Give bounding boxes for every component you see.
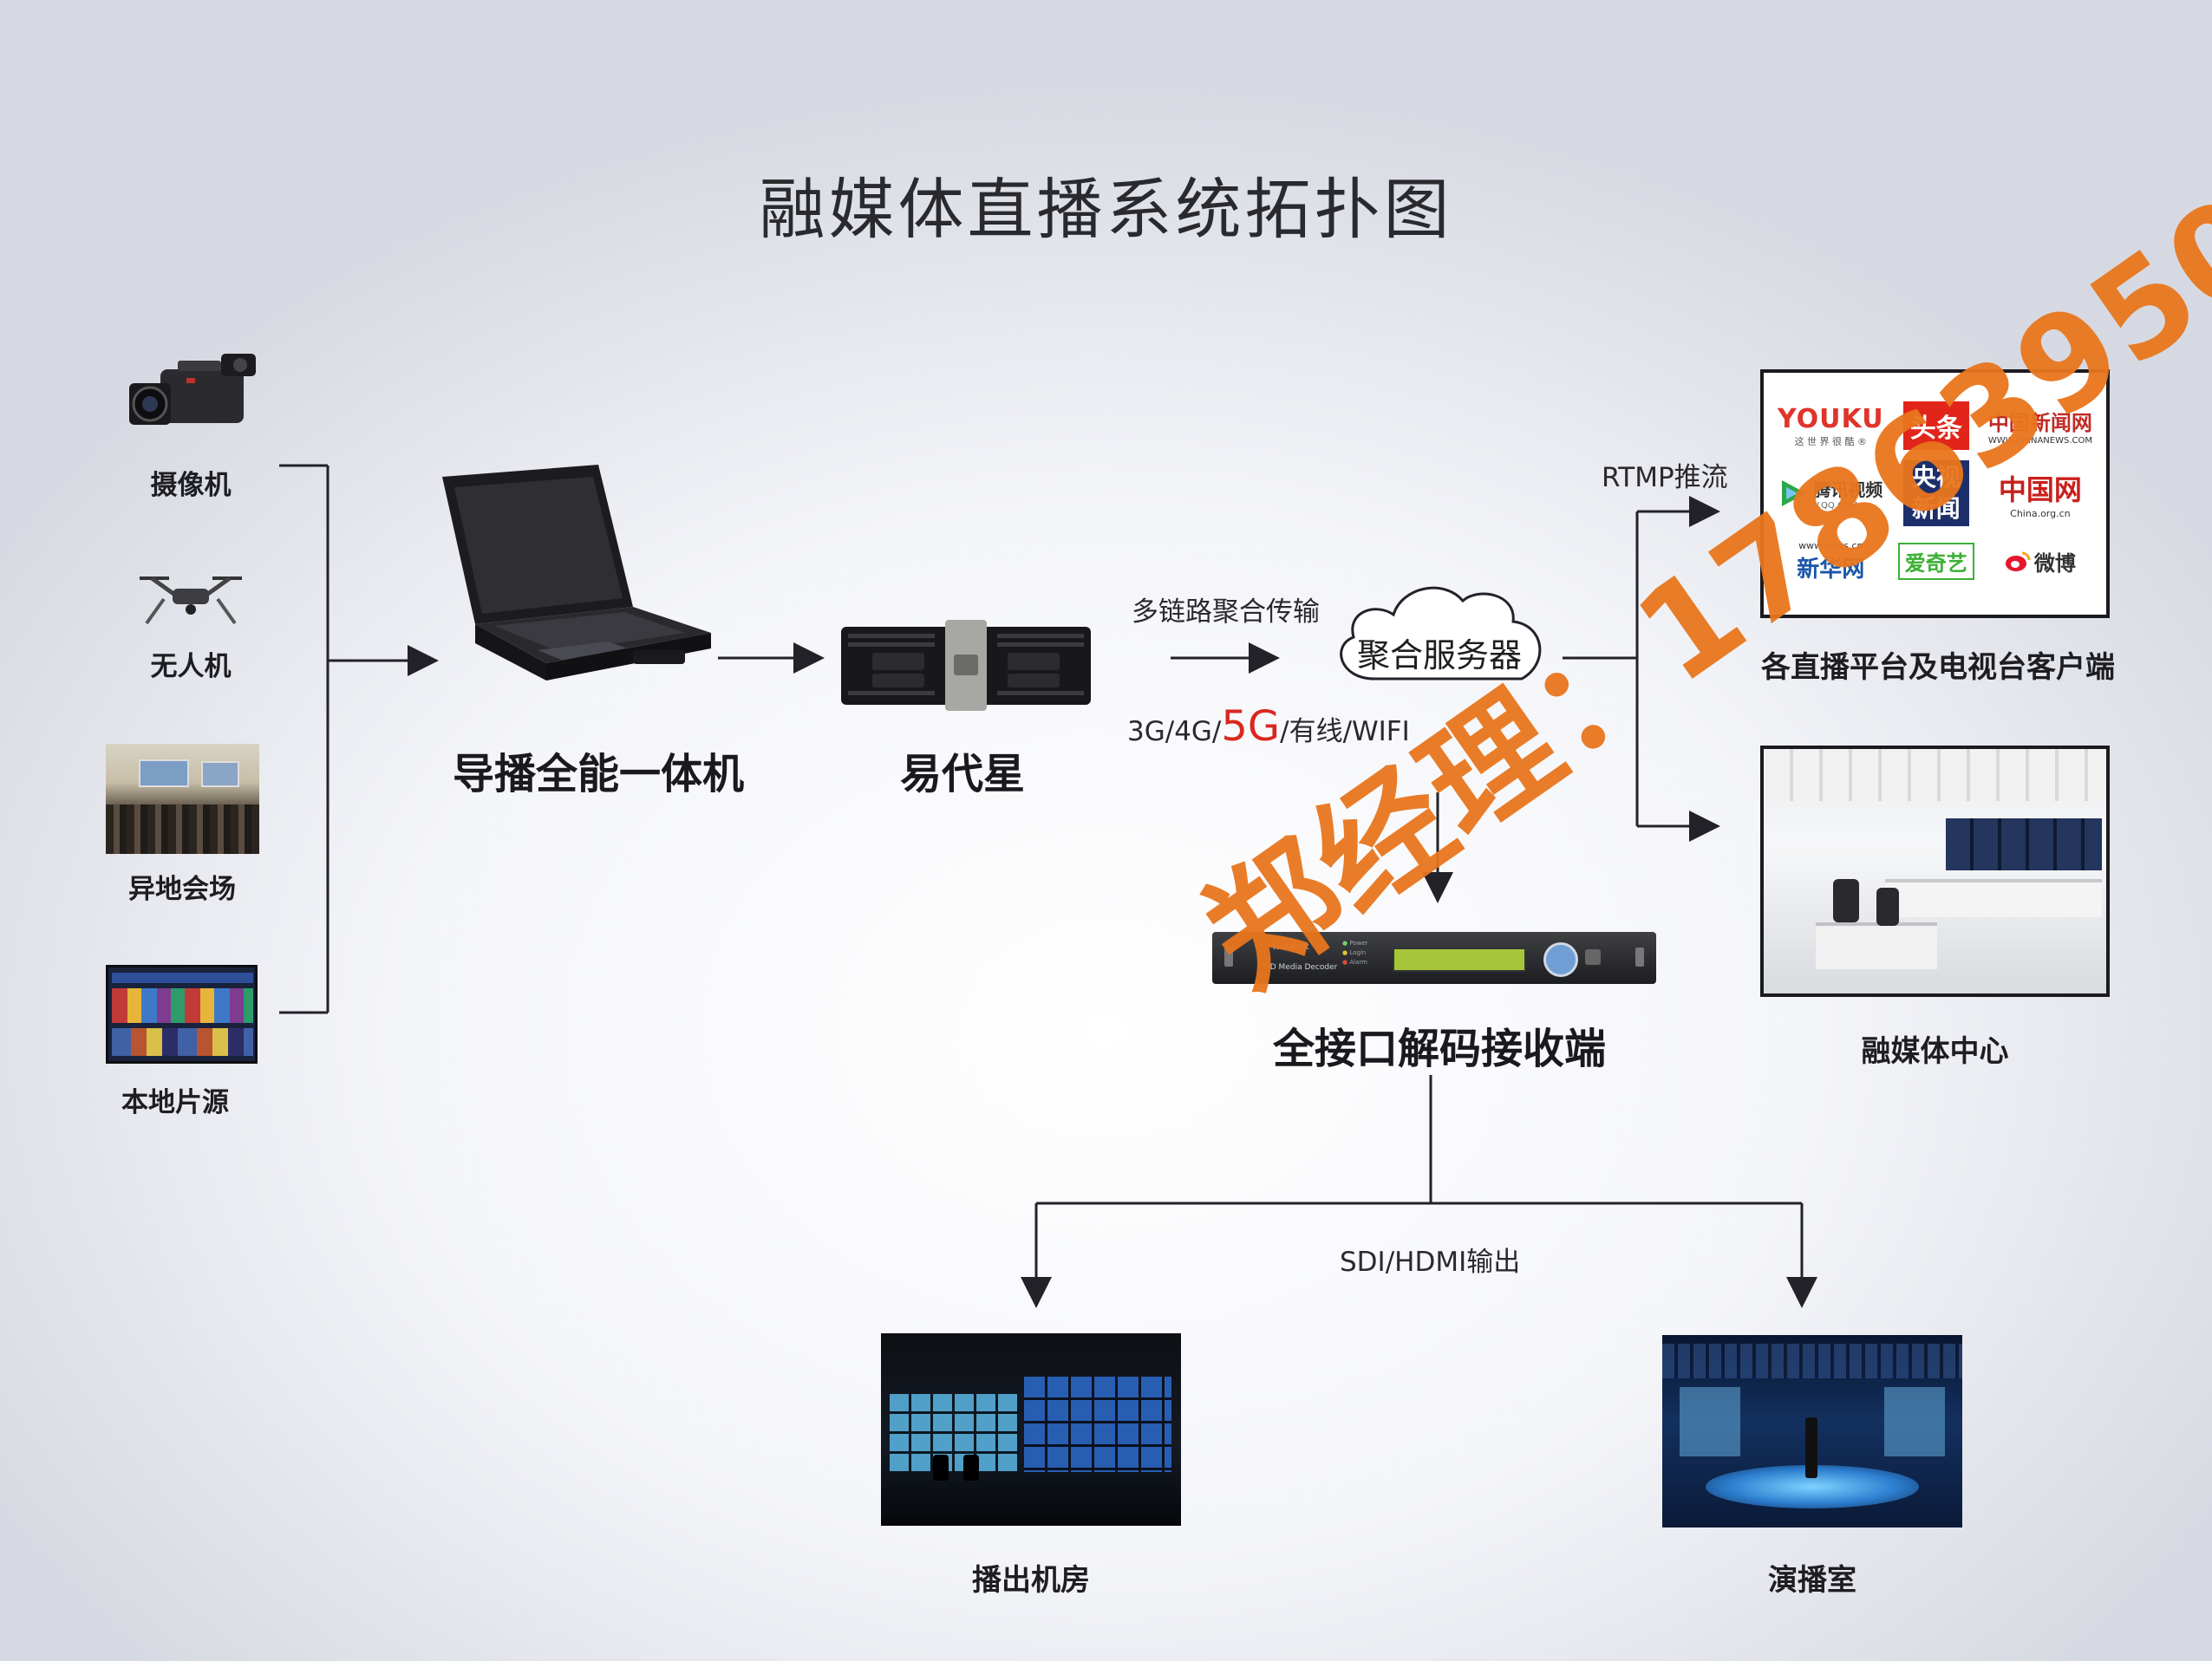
decoder-panel-model: HD Media Decoder <box>1264 963 1338 972</box>
network-types-label: 3G/4G/5G/有线/WIFI <box>1127 702 1410 751</box>
decoder-panel-network: Network <box>1273 942 1309 952</box>
tencent-video-logo: 腾讯视频 V.QQ.COM <box>1778 459 1884 527</box>
iqiyi-name: 爱奇艺 <box>1897 543 1974 581</box>
cctv-news-logo: 央视新闻 <box>1884 459 1988 527</box>
camcorder-icon <box>126 345 264 442</box>
media-center-label: 融媒体中心 <box>1861 1034 2009 1069</box>
sdi-hdmi-label: SDI/HDMI输出 <box>1340 1247 1521 1278</box>
source-label-drone: 无人机 <box>150 651 232 682</box>
weibo-icon <box>2005 551 2031 571</box>
china-org-url: China.org.cn <box>2010 507 2071 519</box>
decoder-device: Network HD Media Decoder ● Power ● Login… <box>1212 932 1656 984</box>
network-5g: 5G <box>1221 702 1281 751</box>
source-label-camera: 摄像机 <box>150 470 232 501</box>
playout-label: 播出机房 <box>972 1563 1090 1598</box>
source-label-remote-venue: 异地会场 <box>128 874 236 905</box>
cloud-server: 聚合服务器 <box>1322 568 1556 698</box>
decoder-label: 全接口解码接收端 <box>1272 1025 1606 1073</box>
network-types-suffix: /有线/WIFI <box>1280 716 1410 747</box>
tencent-video-name: 腾讯视频 <box>1813 479 1883 501</box>
xinhua-logo: www.news.cn 新华网 <box>1778 528 1884 596</box>
platforms-label: 各直播平台及电视台客户端 <box>1761 650 2115 685</box>
chinanews-url: WWW.CHINANEWS.COM <box>1987 436 2092 446</box>
page-title: 融媒体直播系统拓扑图 <box>759 171 1453 248</box>
meeting-hall-photo <box>106 744 259 854</box>
chinanews-logo: 中国新闻网 WWW.CHINANEWS.COM <box>1988 392 2092 459</box>
youku-name: YOUKU <box>1778 403 1884 434</box>
toutiao-name: 头条 <box>1902 401 1969 451</box>
xinhua-name: 新华网 <box>1797 556 1865 583</box>
decoder-knob[interactable] <box>1543 942 1578 977</box>
decoder-led-login: Login <box>1349 949 1367 956</box>
iqiyi-logo: 爱奇艺 <box>1884 528 1988 596</box>
decoder-lcd <box>1393 948 1526 972</box>
local-media-screen <box>106 965 258 1064</box>
weibo-logo: 微博 <box>1988 528 2092 596</box>
director-label: 导播全能一体机 <box>452 750 744 798</box>
platform-logos-box: YOUKU 这 世 界 很 酷 ® 头条 中国新闻网 WWW.CHINANEWS… <box>1760 369 2110 618</box>
decoder-panel-leds: ● Power ● Login ● Alarm <box>1342 940 1368 966</box>
china-org-logo: 中国网 China.org.cn <box>1988 459 2092 527</box>
drone-icon <box>134 568 247 629</box>
chinanews-name: 中国新闻网 <box>1987 410 2092 436</box>
china-org-name: 中国网 <box>1998 472 2082 506</box>
youku-subtitle: 这 世 界 很 酷 ® <box>1794 435 1868 447</box>
toutiao-logo: 头条 <box>1884 392 1988 459</box>
media-center-photo <box>1760 746 2110 997</box>
decoder-led-alarm: Alarm <box>1349 959 1367 966</box>
youku-logo: YOUKU 这 世 界 很 酷 ® <box>1778 392 1884 459</box>
rtmp-label: RTMP推流 <box>1602 462 1728 493</box>
transmission-label: 多链路聚合传输 <box>1132 596 1320 628</box>
tencent-video-url: V.QQ.COM <box>1813 501 1858 511</box>
encoder-label: 易代星 <box>899 750 1025 798</box>
weibo-name: 微博 <box>2033 551 2076 576</box>
network-types-prefix: 3G/4G/ <box>1127 716 1222 747</box>
playout-room-photo <box>881 1333 1181 1526</box>
decoder-led-power: Power <box>1349 940 1368 947</box>
server-label: 聚合服务器 <box>1356 636 1522 674</box>
tencent-play-icon <box>1782 480 1807 507</box>
encoder-device-icon <box>838 620 1094 711</box>
xinhua-url: www.news.cn <box>1798 539 1863 551</box>
director-laptop-icon <box>434 459 720 689</box>
cctv-news-name: 央视新闻 <box>1902 460 1969 527</box>
studio-photo <box>1662 1335 1962 1527</box>
studio-label: 演播室 <box>1768 1563 1856 1598</box>
decoder-button[interactable] <box>1585 949 1601 965</box>
source-label-local-media: 本地片源 <box>121 1087 229 1118</box>
